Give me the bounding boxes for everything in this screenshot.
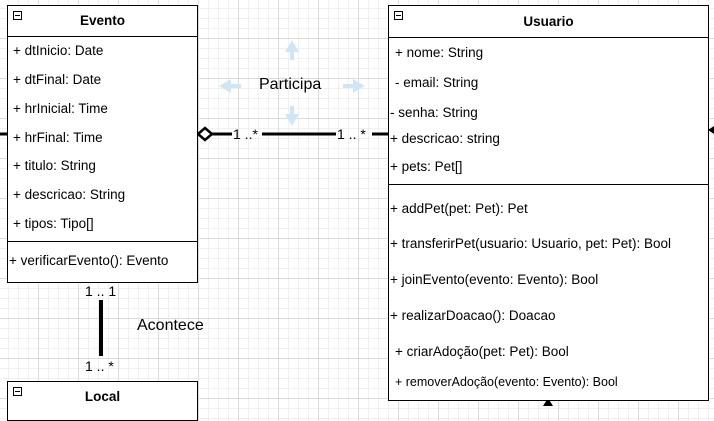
evento-class[interactable]: Evento + dtInicio: Date + dtFinal: Date … bbox=[7, 5, 198, 283]
bottom-arrow-icon bbox=[543, 398, 553, 406]
evento-attribute[interactable]: + hrFinal: Time bbox=[13, 130, 103, 145]
collapse-toggle-icon[interactable] bbox=[394, 11, 403, 20]
usuario-class-name: Usuario bbox=[523, 14, 574, 29]
diagram-connectors bbox=[0, 40, 714, 406]
evento-class-header: Evento bbox=[8, 6, 197, 36]
usuario-class[interactable]: Usuario + nome: String - email: String -… bbox=[388, 5, 709, 401]
usuario-attribute[interactable]: + pets: Pet[] bbox=[390, 159, 463, 174]
usuario-methods: + addPet(pet: Pet): Pet + transferirPet(… bbox=[389, 184, 708, 400]
usuario-method[interactable]: + joinEvento(evento: Evento): Bool bbox=[390, 272, 599, 287]
collapse-toggle-icon[interactable] bbox=[13, 11, 22, 20]
evento-method[interactable]: + verificarEvento(): Evento bbox=[9, 253, 169, 268]
acontece-target-multiplicity: 1 .. * bbox=[85, 358, 114, 374]
evento-attribute[interactable]: + titulo: String bbox=[13, 158, 96, 173]
aggregation-diamond bbox=[196, 126, 214, 142]
participa-source-multiplicity: 1 ..* bbox=[233, 126, 258, 142]
usuario-method[interactable]: + removerAdoção(evento: Evento): Bool bbox=[395, 375, 618, 389]
usuario-method[interactable]: + criarAdoção(pet: Pet): Bool bbox=[395, 344, 569, 359]
evento-attribute[interactable]: + dtInicio: Date bbox=[13, 43, 104, 58]
evento-methods: + verificarEvento(): Evento bbox=[8, 241, 197, 282]
acontece-source-multiplicity: 1 .. 1 bbox=[85, 283, 117, 299]
local-class-header: Local bbox=[8, 382, 197, 412]
evento-attributes: + dtInicio: Date + dtFinal: Date + hrIni… bbox=[8, 36, 197, 241]
usuario-method[interactable]: + addPet(pet: Pet): Pet bbox=[390, 201, 528, 216]
participa-label[interactable]: Participa bbox=[259, 76, 322, 93]
evento-attribute[interactable]: + hrInicial: Time bbox=[13, 101, 108, 116]
usuario-attributes: + nome: String - email: String - senha: … bbox=[389, 37, 708, 184]
usuario-attribute[interactable]: - senha: String bbox=[390, 105, 478, 120]
participa-target-multiplicity: 1 .. * bbox=[337, 126, 366, 142]
move-arrows-icon[interactable] bbox=[219, 40, 365, 126]
usuario-attribute[interactable]: - email: String bbox=[395, 75, 479, 90]
usuario-attribute[interactable]: + nome: String bbox=[395, 45, 484, 60]
local-class[interactable]: Local bbox=[7, 381, 198, 421]
usuario-class-header: Usuario bbox=[389, 6, 708, 37]
evento-attribute[interactable]: + dtFinal: Date bbox=[13, 72, 102, 87]
usuario-method[interactable]: + realizarDoacao(): Doacao bbox=[390, 308, 556, 323]
usuario-method[interactable]: + transferirPet(usuario: Usuario, pet: P… bbox=[390, 236, 672, 251]
usuario-attribute[interactable]: + descricao: string bbox=[390, 131, 500, 146]
evento-attribute[interactable]: + tipos: Tipo[] bbox=[13, 216, 94, 231]
local-class-name: Local bbox=[84, 389, 121, 404]
evento-class-name: Evento bbox=[79, 13, 125, 28]
evento-attribute[interactable]: + descricao: String bbox=[13, 187, 126, 202]
collapse-toggle-icon[interactable] bbox=[13, 387, 22, 396]
acontece-label[interactable]: Acontece bbox=[137, 317, 204, 334]
right-edge-arrow-icon bbox=[708, 126, 714, 134]
